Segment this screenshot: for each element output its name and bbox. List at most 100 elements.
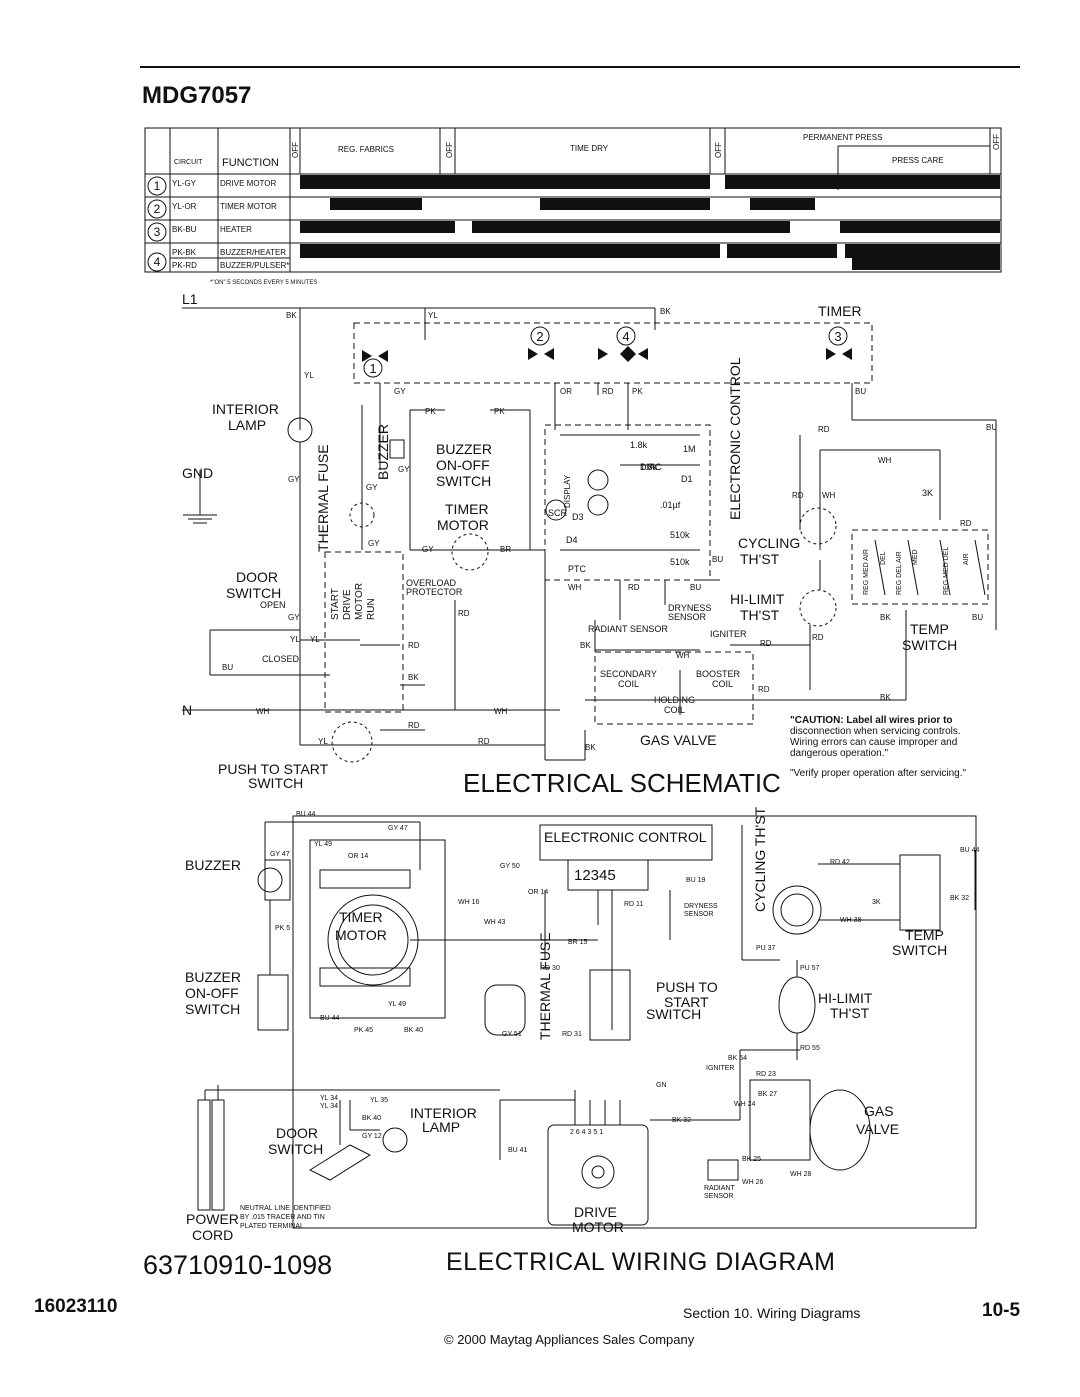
sch-ts-col-4: MED — [912, 549, 919, 565]
caution-1: "CAUTION: Label all wires prior to — [790, 715, 953, 726]
verify-note: "Verify proper operation after servicing… — [790, 768, 967, 779]
wire-tag: BK 25 — [742, 1156, 761, 1163]
sch-n: N — [182, 702, 192, 718]
wd-temp-1: TEMP — [905, 927, 944, 943]
wire-tag: BK 40 — [362, 1115, 381, 1122]
sch-holding-2: COIL — [664, 705, 685, 715]
sch-overload-2: PROTECTOR — [406, 587, 463, 597]
sch-booster-2: COIL — [712, 679, 733, 689]
wire-label: YL — [310, 635, 320, 644]
wire-label: RD — [408, 641, 420, 650]
wd-neutral-3: PLATED TERMINAL — [240, 1223, 304, 1230]
wire-tag: YL 35 — [370, 1097, 388, 1104]
timing-bar — [330, 198, 422, 210]
sch-timer: TIMER — [818, 303, 862, 319]
row-num-2: 2 — [154, 202, 161, 216]
wire-label: PK — [425, 407, 436, 416]
wire-tag: BK 40 — [404, 1027, 423, 1034]
wire-label: RD — [602, 387, 614, 396]
timer-chart: CIRCUIT FUNCTION REG. FABRICS TIME DRY P… — [144, 127, 1002, 286]
timing-bar — [750, 198, 815, 210]
sch-dryness-1: DRYNESS — [668, 603, 711, 613]
sch-d4: D4 — [566, 535, 578, 545]
timing-bar — [727, 244, 837, 258]
timing-bar — [300, 244, 720, 258]
row-function-1: DRIVE MOTOR — [220, 179, 277, 188]
wire-label: BU — [855, 387, 866, 396]
wire-label: WH — [256, 707, 270, 716]
timing-bar — [840, 221, 1000, 233]
wire-label: RD — [628, 583, 640, 592]
sch-cycling-1: CYCLING — [738, 535, 800, 551]
row-circuit-5: PK-RD — [172, 261, 197, 270]
sch-booster-1: BOOSTER — [696, 669, 741, 679]
wire-label: GY — [288, 613, 300, 622]
wd-door-2: SWITCH — [268, 1141, 323, 1157]
sch-circle-3: 3 — [834, 329, 841, 344]
wd-neutral-1: NEUTRAL LINE IDENTIFIED — [240, 1205, 331, 1212]
wire-tag: RD 55 — [800, 1045, 820, 1052]
wire-label: RD — [758, 685, 770, 694]
wire-label: RD — [818, 425, 830, 434]
sch-secondary-1: SECONDARY — [600, 669, 657, 679]
wire-tag: RD 31 — [562, 1031, 582, 1038]
sch-interior-1: INTERIOR — [212, 401, 279, 417]
sch-cycling-2: TH'ST — [740, 551, 780, 567]
sch-buzzer: BUZZER — [375, 424, 391, 480]
wiring-diagram: BUZZER BUZZER ON-OFF SWITCH TIMER MOTOR … — [185, 806, 980, 1240]
sch-start-col: START — [330, 588, 341, 620]
wire-tag: RD 23 — [756, 1071, 776, 1078]
row-function-2: TIMER MOTOR — [220, 202, 277, 211]
wire-label: WH — [822, 491, 836, 500]
wire-label: BU — [222, 663, 233, 672]
wd-dryness-2: SENSOR — [684, 911, 714, 918]
wd-r3k: 3K — [872, 899, 881, 906]
wire-label: BR — [500, 545, 511, 554]
row-num-4: 4 — [154, 255, 161, 269]
sch-temp-1: TEMP — [910, 621, 949, 637]
timing-bar — [300, 221, 455, 233]
sch-display: DISPLAY — [563, 474, 572, 508]
wire-label: RD — [812, 633, 824, 642]
sch-door-2: SWITCH — [226, 585, 281, 601]
sch-motor-col: MOTOR — [354, 583, 365, 620]
wire-tag: BK 32 — [672, 1117, 691, 1124]
wire-tag: YL 34 — [320, 1095, 338, 1102]
wire-label: GY — [422, 545, 434, 554]
sch-run-col: RUN — [366, 598, 377, 620]
wire-tag: WH 26 — [742, 1179, 764, 1186]
sch-radiant: RADIANT SENSOR — [588, 624, 668, 634]
wire-label: GY — [368, 539, 380, 548]
wire-tag: PK 45 — [354, 1027, 373, 1034]
row-function-3: HEATER — [220, 225, 252, 234]
wd-drive-1: DRIVE — [574, 1204, 617, 1220]
wd-gas-2: VALVE — [856, 1121, 899, 1137]
document-code: 16023110 — [34, 1296, 118, 1317]
sch-circle-1: 1 — [369, 361, 376, 376]
sch-d1: D1 — [681, 474, 693, 484]
wire-tag: WH 43 — [484, 919, 506, 926]
sch-overload-1: OVERLOAD — [406, 578, 457, 588]
wire-label: BU — [712, 555, 723, 564]
schematic-title: ELECTRICAL SCHEMATIC — [463, 768, 781, 798]
model-number: MDG7057 — [142, 82, 252, 109]
wd-push-2: START — [664, 994, 709, 1010]
wd-gas-1: GAS — [864, 1103, 894, 1119]
row-num-3: 3 — [154, 225, 161, 239]
sch-r3k: 3K — [922, 488, 933, 498]
wire-label: RD — [408, 721, 420, 730]
sch-r18k-b: 1.8k — [640, 462, 658, 472]
chart-footnote: *"ON" 5 SECONDS EVERY 5 MINUTES — [210, 280, 317, 286]
wd-drive-2: MOTOR — [572, 1219, 624, 1235]
wire-tag: BU 44 — [296, 811, 316, 818]
off-label-1: OFF — [291, 142, 300, 158]
wire-tag: YL 49 — [388, 1001, 406, 1008]
sch-door-1: DOOR — [236, 569, 278, 585]
wd-buzsw-2: ON-OFF — [185, 985, 239, 1001]
sch-closed: CLOSED — [262, 654, 300, 664]
sch-temp-2: SWITCH — [902, 637, 957, 653]
wire-label: BK — [880, 613, 891, 622]
wire-label: GY — [366, 483, 378, 492]
cycle-permanent-press: PERMANENT PRESS — [803, 133, 882, 142]
timing-bar — [852, 258, 1000, 270]
